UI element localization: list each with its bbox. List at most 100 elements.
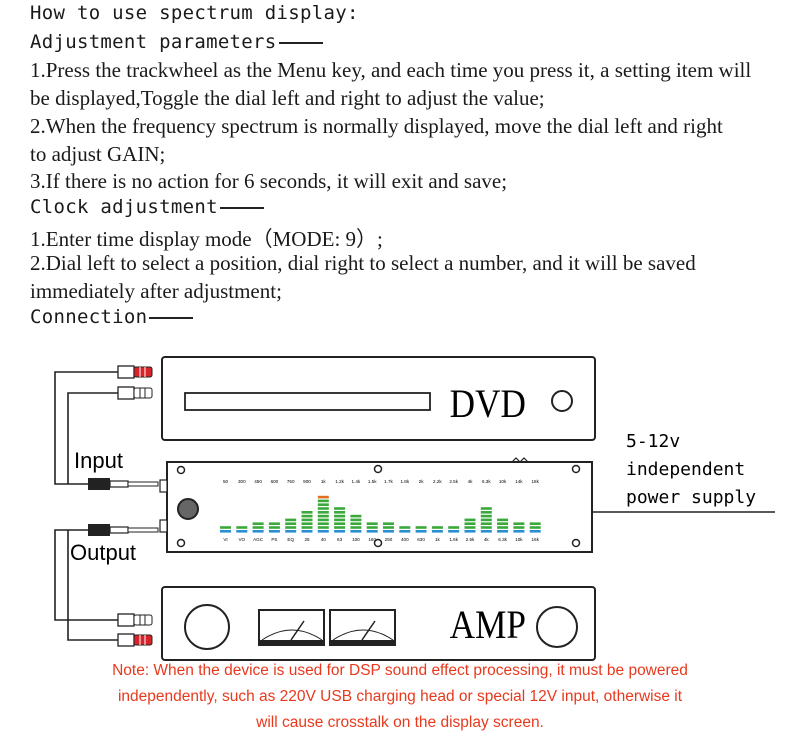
freq-label-bottom: 25 <box>304 537 310 542</box>
spectrum-bar <box>366 522 378 533</box>
dvd-player <box>161 356 596 441</box>
audio-plug-output <box>88 524 159 536</box>
output-cable <box>54 529 120 621</box>
freq-label-top: 300 <box>238 479 246 484</box>
freq-label-bottom: 6.3k <box>498 537 507 542</box>
amp-knob-right <box>536 606 578 648</box>
freq-label-top: 900 <box>303 479 311 484</box>
input-label: Input <box>74 448 123 473</box>
rca-plug-red-top <box>117 365 153 379</box>
section-title-text: Adjustment parameters <box>30 31 277 53</box>
instruction-line: 2.When the frequency spectrum is normall… <box>30 114 723 138</box>
freq-label-bottom: VI <box>223 537 227 542</box>
rca-plug-white-bottom <box>117 613 153 627</box>
screw <box>571 464 581 474</box>
input-jack <box>159 479 168 493</box>
spectrum-bar <box>464 518 476 533</box>
vu-meter-left <box>258 609 325 646</box>
page-heading: How to use spectrum display: <box>30 2 359 24</box>
freq-label-bottom: 4k <box>484 537 490 542</box>
freq-label-top: 18k <box>531 479 539 484</box>
section-title-adjustment: Adjustment parameters <box>30 31 323 53</box>
instruction-line: 3.If there is no action for 6 seconds, i… <box>30 169 508 193</box>
amplifier <box>161 586 596 661</box>
freq-label-top: 2.2k <box>433 479 442 484</box>
screw <box>176 465 186 475</box>
freq-label-top: 2.5k <box>449 479 458 484</box>
freq-label-top: 6.3k <box>482 479 491 484</box>
freq-label-top: 1k <box>321 479 327 484</box>
instruction-line: 2.Dial left to select a position, dial r… <box>30 251 696 275</box>
freq-label-top: 1.8k <box>400 479 409 484</box>
vu-meter-right <box>329 609 396 646</box>
title-dash <box>219 206 264 209</box>
freq-label-top: 14k <box>515 479 523 484</box>
dvd-power-button <box>551 390 573 412</box>
freq-label-top: 4k <box>468 479 474 484</box>
freq-label-top: 450 <box>254 479 262 484</box>
freq-label-bottom: AGC <box>253 537 264 542</box>
freq-label-top: 10k <box>499 479 507 484</box>
dvd-label: DVD <box>450 382 526 427</box>
amp-knob-left <box>184 604 230 650</box>
spectrum-bar <box>350 514 362 533</box>
freq-label-top: 1.5k <box>368 479 377 484</box>
screw <box>176 538 186 548</box>
amp-label: AMP <box>450 603 526 648</box>
instruction-line: 1.Press the trackwheel as the Menu key, … <box>30 58 752 82</box>
screw <box>373 464 383 474</box>
cable-lines <box>54 371 775 641</box>
power-supply-label: power supply <box>626 487 756 508</box>
freq-label-bottom: 63 <box>337 537 343 542</box>
freq-label-top: 600 <box>271 479 279 484</box>
input-cable-2 <box>67 392 120 484</box>
freq-label-bottom: 1k <box>435 537 441 542</box>
spectrum-bar <box>285 518 297 533</box>
section-title-clock: Clock adjustment <box>30 196 264 218</box>
spectrum-bar <box>399 526 411 533</box>
title-dash <box>149 316 194 319</box>
freq-label-top: 750 <box>287 479 295 484</box>
spectrum-bar <box>480 507 492 533</box>
input-cable <box>54 371 120 485</box>
section-title-text: Connection <box>30 306 148 328</box>
freq-label-bottom: PS <box>271 537 277 542</box>
warning-note-line: independently, such as 220V USB charging… <box>117 688 683 705</box>
freq-label-bottom: 2.5k <box>466 537 475 542</box>
title-dash <box>278 41 323 44</box>
spectrum-bar <box>513 522 525 533</box>
spectrum-bar <box>301 511 313 533</box>
output-cable-2 <box>67 530 120 641</box>
spectrum-bar <box>497 518 509 533</box>
disc-tray <box>184 392 431 411</box>
audio-plug-input <box>88 478 159 490</box>
freq-label-bottom: 400 <box>401 537 409 542</box>
freq-label-bottom: 10k <box>515 537 523 542</box>
spectrum-bar <box>383 522 394 533</box>
section-title-connection: Connection <box>30 306 194 328</box>
spectrum-bar <box>448 526 460 533</box>
spectrum-bar <box>334 507 346 533</box>
section-title-text: Clock adjustment <box>30 196 218 218</box>
freq-label-top: 1.4k <box>352 479 361 484</box>
freq-label-bottom: 40 <box>321 537 327 542</box>
freq-label-bottom: 250 <box>385 537 393 542</box>
output-jack <box>159 519 168 533</box>
freq-label-top: 50 <box>223 479 229 484</box>
instruction-line: immediately after adjustment; <box>30 279 282 303</box>
antenna-mark <box>511 457 529 463</box>
spectrum-bar <box>431 526 443 533</box>
trackwheel-knob <box>177 498 199 520</box>
instruction-line: to adjust GAIN; <box>30 142 166 166</box>
spectrum-bar <box>236 526 248 533</box>
warning-note-line: Note: When the device is used for DSP so… <box>112 662 688 679</box>
freq-label-bottom: 160 <box>368 537 376 542</box>
instruction-line: be displayed,Toggle the dial left and ri… <box>30 86 545 110</box>
freq-label-bottom: 16k <box>531 537 539 542</box>
spectrum-bar <box>529 522 541 533</box>
warning-note-line: will cause crosstalk on the display scre… <box>256 714 544 731</box>
screw <box>373 538 383 548</box>
